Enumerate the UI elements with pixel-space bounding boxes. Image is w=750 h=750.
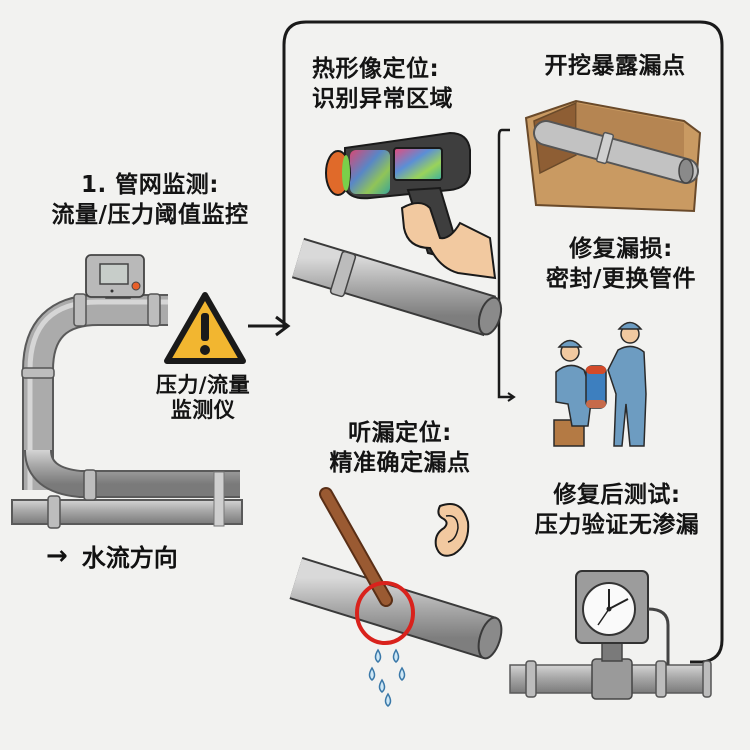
repair-step-title: 修复漏损: 密封/更换管件 [546, 236, 696, 293]
thermal-camera-illustration [291, 131, 503, 337]
excavate-step-title: 开挖暴露漏点 [544, 53, 686, 79]
warning-triangle-icon [164, 292, 246, 364]
excavation-trench-illustration [524, 99, 702, 213]
monitoring-pipe-illustration [11, 254, 243, 529]
flow-direction-legend: → 水流方向 [46, 538, 178, 573]
step1-title: 1. 管网监测: 流量/压力阈值监控 [20, 172, 280, 229]
pressure-gauge-test-illustration [509, 570, 712, 700]
flow-arrow-icon: → [46, 540, 68, 571]
step1-title-line2: 流量/压力阈值监控 [51, 202, 249, 229]
thermal-step-title: 热形像定位: 识别异常区域 [312, 56, 453, 113]
repair-workers-illustration [553, 321, 647, 447]
listen-step-title: 听漏定位: 精准确定漏点 [329, 420, 471, 477]
step1-title-line1: 1. 管网监测: [81, 172, 219, 198]
test-step-title: 修复后测试: 压力验证无渗漏 [534, 482, 700, 539]
leak-listening-illustration [289, 487, 503, 707]
flow-direction-label: 水流方向 [81, 544, 178, 572]
monitor-device-caption: 压力/流量 监测仪 [155, 373, 251, 422]
